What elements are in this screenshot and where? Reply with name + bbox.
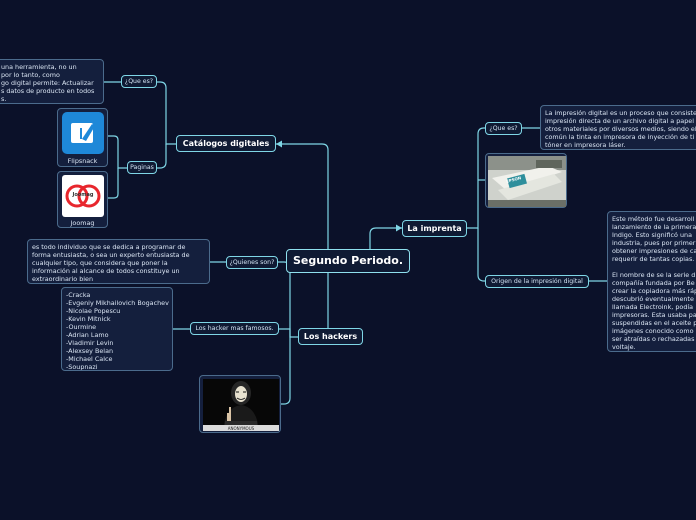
note-line: impresoras. Esta usaba pa — [612, 311, 696, 319]
list-item: -Evgeniy Mikhailovich Bogachev — [66, 299, 169, 307]
list-item: -Cracka — [66, 291, 91, 299]
note-line: cualquier tipo, que considera que poner … — [32, 259, 168, 267]
joomag-icon — [65, 184, 101, 208]
list-item: -Alexsey Belan — [66, 347, 114, 355]
subtopic-imprenta-que-es[interactable]: ¿Que es? — [485, 122, 522, 135]
note-line: común la tinta en impresora de inyección… — [545, 133, 695, 141]
note-line: forma entusiasta, o sea un experto entus… — [32, 251, 190, 259]
note-catalogos-definicion: una herramienta, no un por lo tanto, com… — [0, 59, 104, 104]
note-line: requerir de tantas copias. — [612, 255, 695, 263]
joomag-logo: Joomag — [62, 175, 104, 217]
image-digital-printer[interactable]: EPSON — [485, 153, 567, 208]
note-line: otros materiales por diversos medios, si… — [545, 125, 696, 133]
note-line: tóner en impresora láser. — [545, 141, 626, 149]
note-line: es todo individuo que se dedica a progra… — [32, 243, 186, 251]
subtopic-hackers-famosos[interactable]: Los hacker mas famosos. — [190, 322, 279, 335]
list-item: -Adrian Lamo — [66, 331, 109, 339]
list-item: -Kevin Mitnick — [66, 315, 111, 323]
topic-la-imprenta[interactable]: La imprenta — [402, 220, 467, 237]
image-anonymous-hacker[interactable]: ANONYMOUS — [199, 375, 281, 433]
note-line: suspendidas en el aceite p — [612, 319, 696, 327]
list-item: -Ourmine — [66, 323, 97, 331]
image-flipsnack[interactable]: Flipsnack — [57, 108, 108, 167]
subtopic-paginas[interactable]: Paginas — [127, 161, 157, 174]
main-topic[interactable]: Segundo Periodo. — [286, 249, 410, 273]
note-line: voltaje. — [612, 343, 636, 351]
image-joomag[interactable]: Joomag Joomag — [57, 171, 108, 228]
note-line: La impresión digital es un proceso que c… — [545, 109, 696, 117]
list-item: -Michael Calce — [66, 355, 113, 363]
list-item: -Soupnazi — [66, 363, 98, 371]
note-line: s datos de producto en todos — [1, 87, 95, 95]
note-line: Este método fue desarroll — [612, 215, 695, 223]
anonymous-hacker-illustration — [203, 379, 279, 431]
joomag-logo-text: Joomag — [72, 192, 94, 198]
note-line: El nombre de se la serie d — [612, 271, 696, 279]
note-line: por lo tanto, como — [1, 71, 60, 79]
note-line: impresión directa de un archivo digital … — [545, 117, 694, 125]
note-line: Indigo. Esto significó una — [612, 231, 692, 239]
list-item: -Vladimir Levin — [66, 339, 114, 347]
flipsnack-icon — [71, 123, 95, 143]
note-origen-impresion: Este método fue desarroll lanzamiento de… — [607, 211, 696, 352]
note-line — [612, 263, 696, 271]
joomag-caption: Joomag — [70, 219, 95, 227]
note-line: obtener impresiones de ca — [612, 247, 696, 255]
subtopic-origen-impresion-digital[interactable]: Origen de la impresión digital — [485, 275, 589, 288]
note-line: descubrió eventualmente — [612, 295, 694, 303]
note-line: información al alcance de todos constitu… — [32, 267, 180, 275]
subtopic-quienes-son[interactable]: ¿Quienes son? — [226, 256, 278, 269]
topic-los-hackers[interactable]: Los hackers — [298, 328, 363, 345]
note-line: crear la copiadora más ráp — [612, 287, 696, 295]
note-imprenta-definicion: La impresión digital es un proceso que c… — [540, 105, 696, 150]
topic-catalogos-digitales[interactable]: Catálogos digitales — [176, 135, 276, 152]
note-line: ser atraídas o rechazadas — [612, 335, 695, 343]
note-line: imágenes conocido como — [612, 327, 694, 335]
list-item: -Nicolae Popescu — [66, 307, 121, 315]
anonymous-caption: ANONYMOUS — [227, 426, 255, 431]
note-hackers-definicion: es todo individuo que se dedica a progra… — [27, 239, 210, 284]
note-line: lanzamiento de la primera — [612, 223, 696, 231]
note-line: extraordinario bien — [32, 275, 94, 283]
note-line: llamada Electroink, podía — [612, 303, 694, 311]
note-line: compañía fundada por Be — [612, 279, 695, 287]
digital-printer-illustration — [488, 156, 566, 207]
note-line: industria, pues por primer — [612, 239, 696, 247]
note-line: una herramienta, no un — [1, 63, 77, 71]
note-line: s. — [1, 95, 7, 103]
flipsnack-logo — [62, 112, 104, 154]
list-hackers-famosos: -Cracka -Evgeniy Mikhailovich Bogachev -… — [61, 287, 173, 371]
flipsnack-caption: Flipsnack — [67, 157, 98, 165]
note-line: go digital permite: Actualizar — [1, 79, 94, 87]
subtopic-catalogos-que-es[interactable]: ¿Que es? — [121, 75, 157, 88]
